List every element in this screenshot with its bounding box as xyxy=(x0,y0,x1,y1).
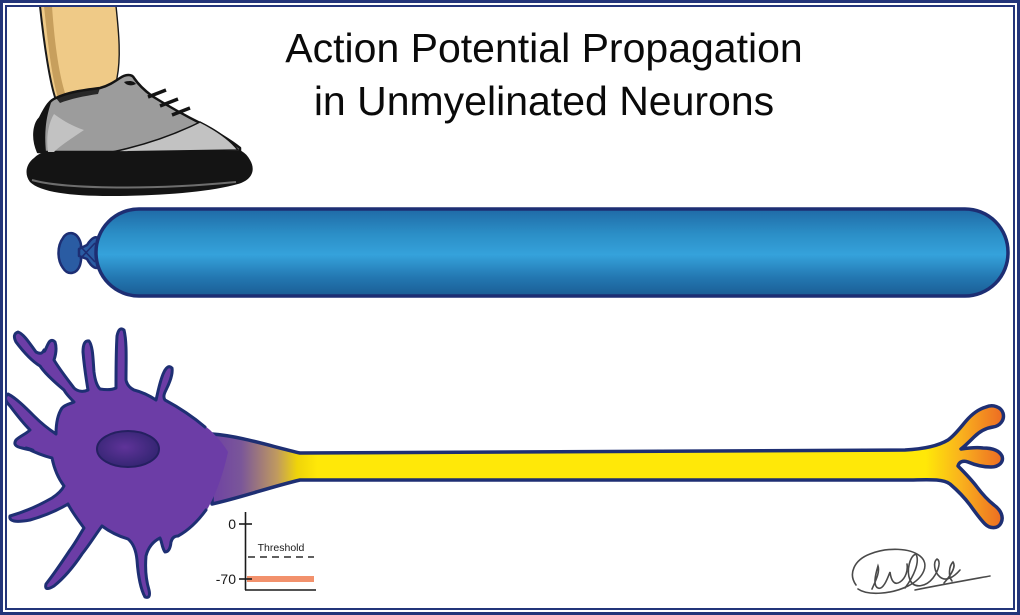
shoe-heel-accent xyxy=(34,100,52,152)
page-title: Action Potential Propagation in Unmyelin… xyxy=(88,22,1000,128)
balloon-knot-icon xyxy=(57,231,101,275)
shoe-lace-3 xyxy=(171,106,191,117)
unmyelinated-neuron-icon xyxy=(3,327,1006,599)
shoe-toe-panel xyxy=(111,121,240,153)
title-line-2: in Unmyelinated Neurons xyxy=(313,78,775,124)
shoe-tongue-mark xyxy=(124,80,136,86)
signature-loop xyxy=(851,548,926,595)
threshold-label: Threshold xyxy=(258,542,305,554)
shoe-icon xyxy=(26,73,253,196)
signature-squiggle-1 xyxy=(871,563,909,590)
title-line-1: Action Potential Propagation xyxy=(285,25,803,71)
foot-with-sneaker-icon xyxy=(26,5,253,196)
neuron-nucleus-icon xyxy=(96,430,160,468)
signature-tail xyxy=(943,560,955,584)
balloon-body xyxy=(94,207,1010,298)
balloon-knot-crease-1 xyxy=(79,245,96,263)
resting-potential-line xyxy=(247,576,314,582)
balloon-knot-crease-2 xyxy=(79,242,96,260)
shoe-sole xyxy=(26,148,253,196)
inset-resting-label: -70 xyxy=(216,571,236,587)
shoe-lace-1 xyxy=(147,88,167,99)
membrane-potential-inset: 0 -70 Threshold xyxy=(216,512,316,591)
long-balloon-icon xyxy=(57,207,1010,298)
neuron-soma-outline xyxy=(3,327,208,599)
shoe-collar-shadow xyxy=(56,88,100,103)
signature-squiggle-2 xyxy=(904,553,961,589)
signature-underline xyxy=(914,575,991,591)
shoe-heel-panel xyxy=(47,114,84,152)
balloon-knot-bowl xyxy=(57,231,83,275)
artist-signature-icon xyxy=(851,548,991,595)
inset-zero-label: 0 xyxy=(228,516,236,532)
axon-icon xyxy=(210,404,1006,530)
shoe-sole-stripe xyxy=(31,179,237,189)
shoe-lace-2 xyxy=(159,97,179,108)
